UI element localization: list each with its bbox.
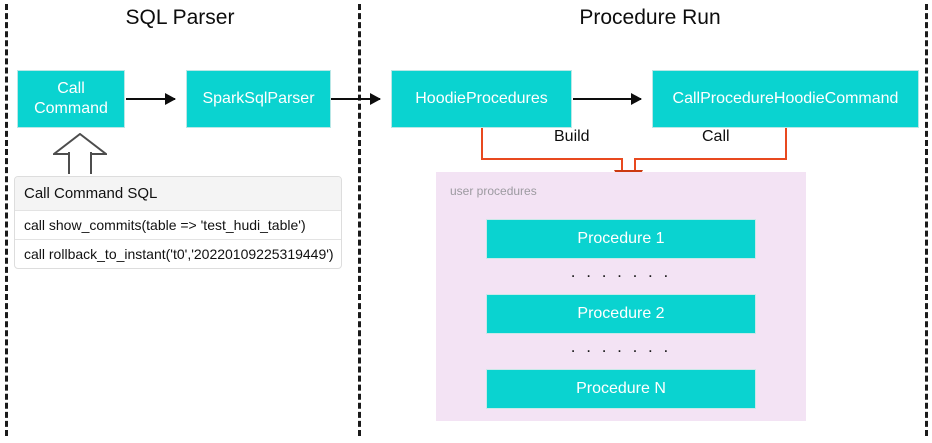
connector-call-vertical — [785, 128, 787, 160]
section-divider-right — [925, 4, 928, 436]
edge-label-call: Call — [696, 128, 736, 146]
procedure-item[interactable]: Procedure 2 — [486, 294, 756, 334]
procedure-item[interactable]: Procedure 1 — [486, 219, 756, 259]
sql-table-row: call show_commits(table => 'test_hudi_ta… — [15, 211, 341, 240]
node-spark-sql-parser[interactable]: SparkSqlParser — [186, 70, 331, 128]
procedure-item[interactable]: Procedure N — [486, 369, 756, 409]
connector-build-horizontal — [481, 158, 623, 160]
node-hoodie-procedures[interactable]: HoodieProcedures — [391, 70, 572, 128]
arrow-hoodie-procedures-to-call-procedure-hoodie-command — [573, 93, 642, 105]
connector-call-horizontal — [634, 158, 787, 160]
sql-table-header: Call Command SQL — [15, 177, 341, 211]
connector-build-drop — [621, 158, 623, 172]
procedure-separator-dots: . . . . . . . — [570, 337, 672, 356]
node-call-command-label-line1: Call — [57, 80, 85, 97]
procedure-separator-dots: . . . . . . . — [570, 262, 672, 281]
section-divider-middle — [358, 4, 361, 436]
arrow-spark-sql-parser-to-hoodie-procedures — [331, 93, 381, 105]
edge-label-build: Build — [548, 128, 596, 146]
node-call-procedure-hoodie-command[interactable]: CallProcedureHoodieCommand — [652, 70, 919, 128]
arrow-call-command-to-spark-sql-parser — [126, 93, 176, 105]
up-arrow-stem — [68, 152, 92, 174]
connector-build-vertical — [481, 128, 483, 160]
section-title-procedure-run: Procedure Run — [579, 6, 721, 29]
section-divider-left — [5, 4, 8, 436]
node-call-command-label-line2: Command — [34, 100, 108, 117]
call-command-sql-table: Call Command SQL call show_commits(table… — [14, 176, 342, 269]
connector-call-drop — [634, 158, 636, 172]
user-procedures-panel: user procedures Procedure 1 . . . . . . … — [436, 172, 806, 421]
sql-table-row: call rollback_to_instant('t0','202201092… — [24, 246, 334, 262]
node-call-command[interactable]: Call Command — [17, 70, 125, 128]
user-procedures-caption: user procedures — [450, 184, 537, 198]
section-title-sql-parser: SQL Parser — [125, 6, 235, 29]
